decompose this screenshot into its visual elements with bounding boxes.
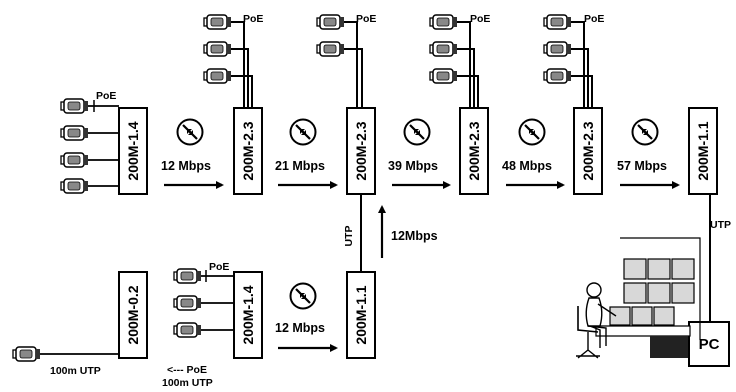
unit-label-5: 200M-2.3 (580, 121, 596, 180)
unit-box-9 (346, 271, 376, 359)
monitoring-station-illustration (576, 237, 701, 359)
camera-icon (316, 41, 345, 57)
unit-label-6: 200M-1.1 (695, 121, 711, 180)
unit-box-7 (118, 271, 148, 359)
rate-label-6: 12 Mbps (275, 321, 325, 335)
unit-label-7: 200M-0.2 (125, 285, 141, 344)
utp-vertical-label: UTP (343, 226, 355, 247)
poe-label-4: PoE (470, 13, 490, 25)
camera-icon (173, 322, 202, 338)
poe-label-3: PoE (356, 13, 376, 25)
camera-icon (203, 68, 232, 84)
camera-icon (203, 41, 232, 57)
camera-icon (203, 14, 232, 30)
camera-group-1: PoE (60, 90, 119, 194)
unit-box-8 (233, 271, 263, 359)
camera-icon (429, 41, 458, 57)
camera-icon (543, 68, 572, 84)
camera-icon (316, 14, 345, 30)
camera-wires-2 (231, 21, 253, 108)
utp-right-label: UTP (710, 219, 731, 231)
camera-wires-1 (88, 105, 119, 187)
unit-label-9: 200M-1.1 (353, 285, 369, 344)
rate-label-2: 21 Mbps (275, 159, 325, 173)
poe-label-5: PoE (584, 13, 604, 25)
rate-label-3: 39 Mbps (388, 159, 438, 173)
camera-icon (173, 268, 202, 284)
camera-wires-5 (571, 21, 593, 108)
camera-group-3: PoE (316, 13, 376, 108)
rate-label-5: 57 Mbps (617, 159, 667, 173)
camera-wires-4 (457, 21, 479, 108)
unit-label-1: 200M-1.4 (125, 121, 141, 180)
unit-label-3: 200M-2.3 (353, 121, 369, 180)
unit-label-2: 200M-2.3 (240, 121, 256, 180)
unit-box-6 (688, 107, 718, 195)
camera-icon (173, 295, 202, 311)
pc-label: PC (699, 336, 720, 353)
link-symbol-2 (289, 118, 317, 146)
rate-label-7: 12Mbps (391, 229, 438, 243)
unit-box-1 (118, 107, 148, 195)
camera-link-label: 100m UTP (50, 365, 101, 377)
camera-icon (543, 41, 572, 57)
link-symbol-1 (176, 118, 204, 146)
poe-label-2: PoE (243, 13, 263, 25)
unit-box-2 (233, 107, 263, 195)
unit-box-4 (459, 107, 489, 195)
return-length-label: 100m UTP (162, 377, 213, 389)
camera-icon (60, 178, 89, 194)
return-poe-label: <--- PoE (167, 364, 207, 376)
camera-wires-3 (344, 21, 363, 108)
unit-label-4: 200M-2.3 (466, 121, 482, 180)
link-symbol-4 (518, 118, 546, 146)
link-symbol-3 (403, 118, 431, 146)
camera-group-4: PoE (429, 13, 490, 108)
link-symbol-5 (631, 118, 659, 146)
poe-label-6: PoE (209, 261, 229, 273)
unit-label-8: 200M-1.4 (240, 285, 256, 344)
camera-group-5: PoE (543, 13, 604, 108)
camera-icon (429, 68, 458, 84)
camera-group-2: PoE (203, 13, 263, 108)
pc-box (688, 321, 730, 367)
camera-icon (60, 152, 89, 168)
camera-icon (543, 14, 572, 30)
camera-icon (429, 14, 458, 30)
camera-icon (60, 125, 89, 141)
camera-icon (60, 98, 89, 114)
remote-camera-icon (12, 346, 41, 362)
rate-label-4: 48 Mbps (502, 159, 552, 173)
camera-group-6: PoE (173, 261, 234, 338)
rate-label-1: 12 Mbps (161, 159, 211, 173)
poe-label-1: PoE (96, 90, 116, 102)
camera-wires-6 (201, 275, 234, 331)
link-symbol-6 (289, 282, 317, 310)
